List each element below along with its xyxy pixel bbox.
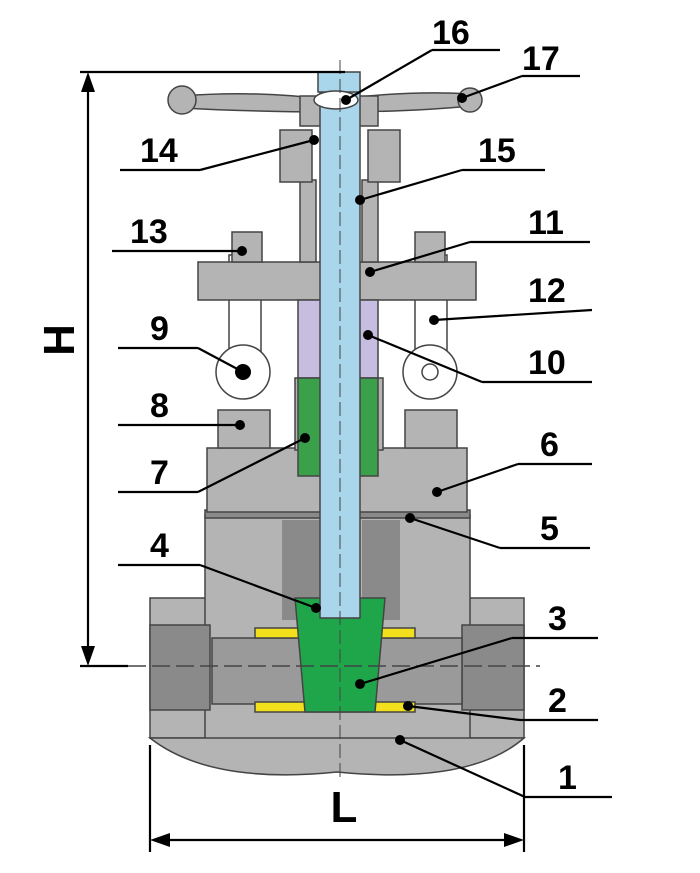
body-bottom <box>147 737 527 776</box>
yoke-column-left <box>299 179 317 263</box>
part-label-15: 15 <box>478 132 516 170</box>
part-label-9: 9 <box>150 310 169 348</box>
part-label-8: 8 <box>150 387 169 425</box>
leader-lines <box>112 48 612 799</box>
socket-left <box>149 624 211 711</box>
handwheel-nut <box>313 90 359 110</box>
dimension-h-label: H <box>35 324 84 356</box>
part-label-2: 2 <box>548 682 567 720</box>
yoke-nut-left <box>279 129 313 183</box>
yoke-nut-right <box>367 129 401 183</box>
nut-left <box>217 409 271 449</box>
part-label-12: 12 <box>528 272 566 310</box>
nut-right <box>404 409 458 449</box>
part-label-14: 14 <box>140 132 178 170</box>
part-label-16: 16 <box>432 14 470 52</box>
gland-nut-left <box>231 231 263 263</box>
part-label-7: 7 <box>150 454 169 492</box>
part-label-11: 11 <box>528 204 564 242</box>
part-label-17: 17 <box>522 40 560 78</box>
part-label-1: 1 <box>558 759 577 797</box>
dimension-l-label: L <box>331 783 358 832</box>
stem-top <box>317 71 361 93</box>
leader-dots <box>235 93 467 745</box>
yoke-column-right <box>361 179 379 263</box>
part-label-4: 4 <box>150 527 169 565</box>
handwheel-knob-left <box>167 85 197 115</box>
dimension-h <box>80 70 345 668</box>
eyebolt-right-pin <box>421 363 439 381</box>
dimension-l <box>148 745 526 852</box>
part-label-5: 5 <box>540 510 559 548</box>
part-label-13: 13 <box>130 213 168 251</box>
part-label-3: 3 <box>548 600 567 638</box>
part-label-10: 10 <box>528 344 566 382</box>
part-label-6: 6 <box>540 426 559 464</box>
